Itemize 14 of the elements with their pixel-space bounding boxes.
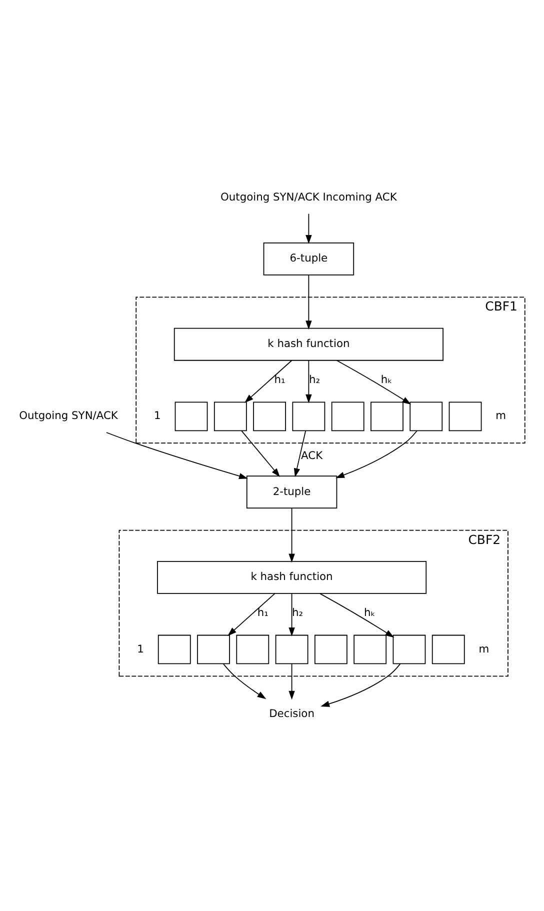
edge-label: h₁ (274, 372, 286, 386)
label: m (478, 642, 490, 655)
node-text: Outgoing SYN/ACK (19, 408, 118, 422)
edge-label: h₂ (292, 606, 304, 619)
edge-label: h₁ (257, 606, 268, 619)
node-text: Decision (269, 706, 314, 720)
label: m (496, 408, 506, 422)
label: 1 (137, 642, 144, 655)
edge-label: hₖ (364, 606, 376, 619)
label: 1 (154, 408, 161, 422)
edge-label: hₖ (380, 372, 392, 386)
edge-label: ACK (301, 448, 323, 462)
edge-label: h₂ (308, 372, 320, 386)
node-text: Outgoing SYN/ACK Incoming ACK (220, 190, 397, 203)
